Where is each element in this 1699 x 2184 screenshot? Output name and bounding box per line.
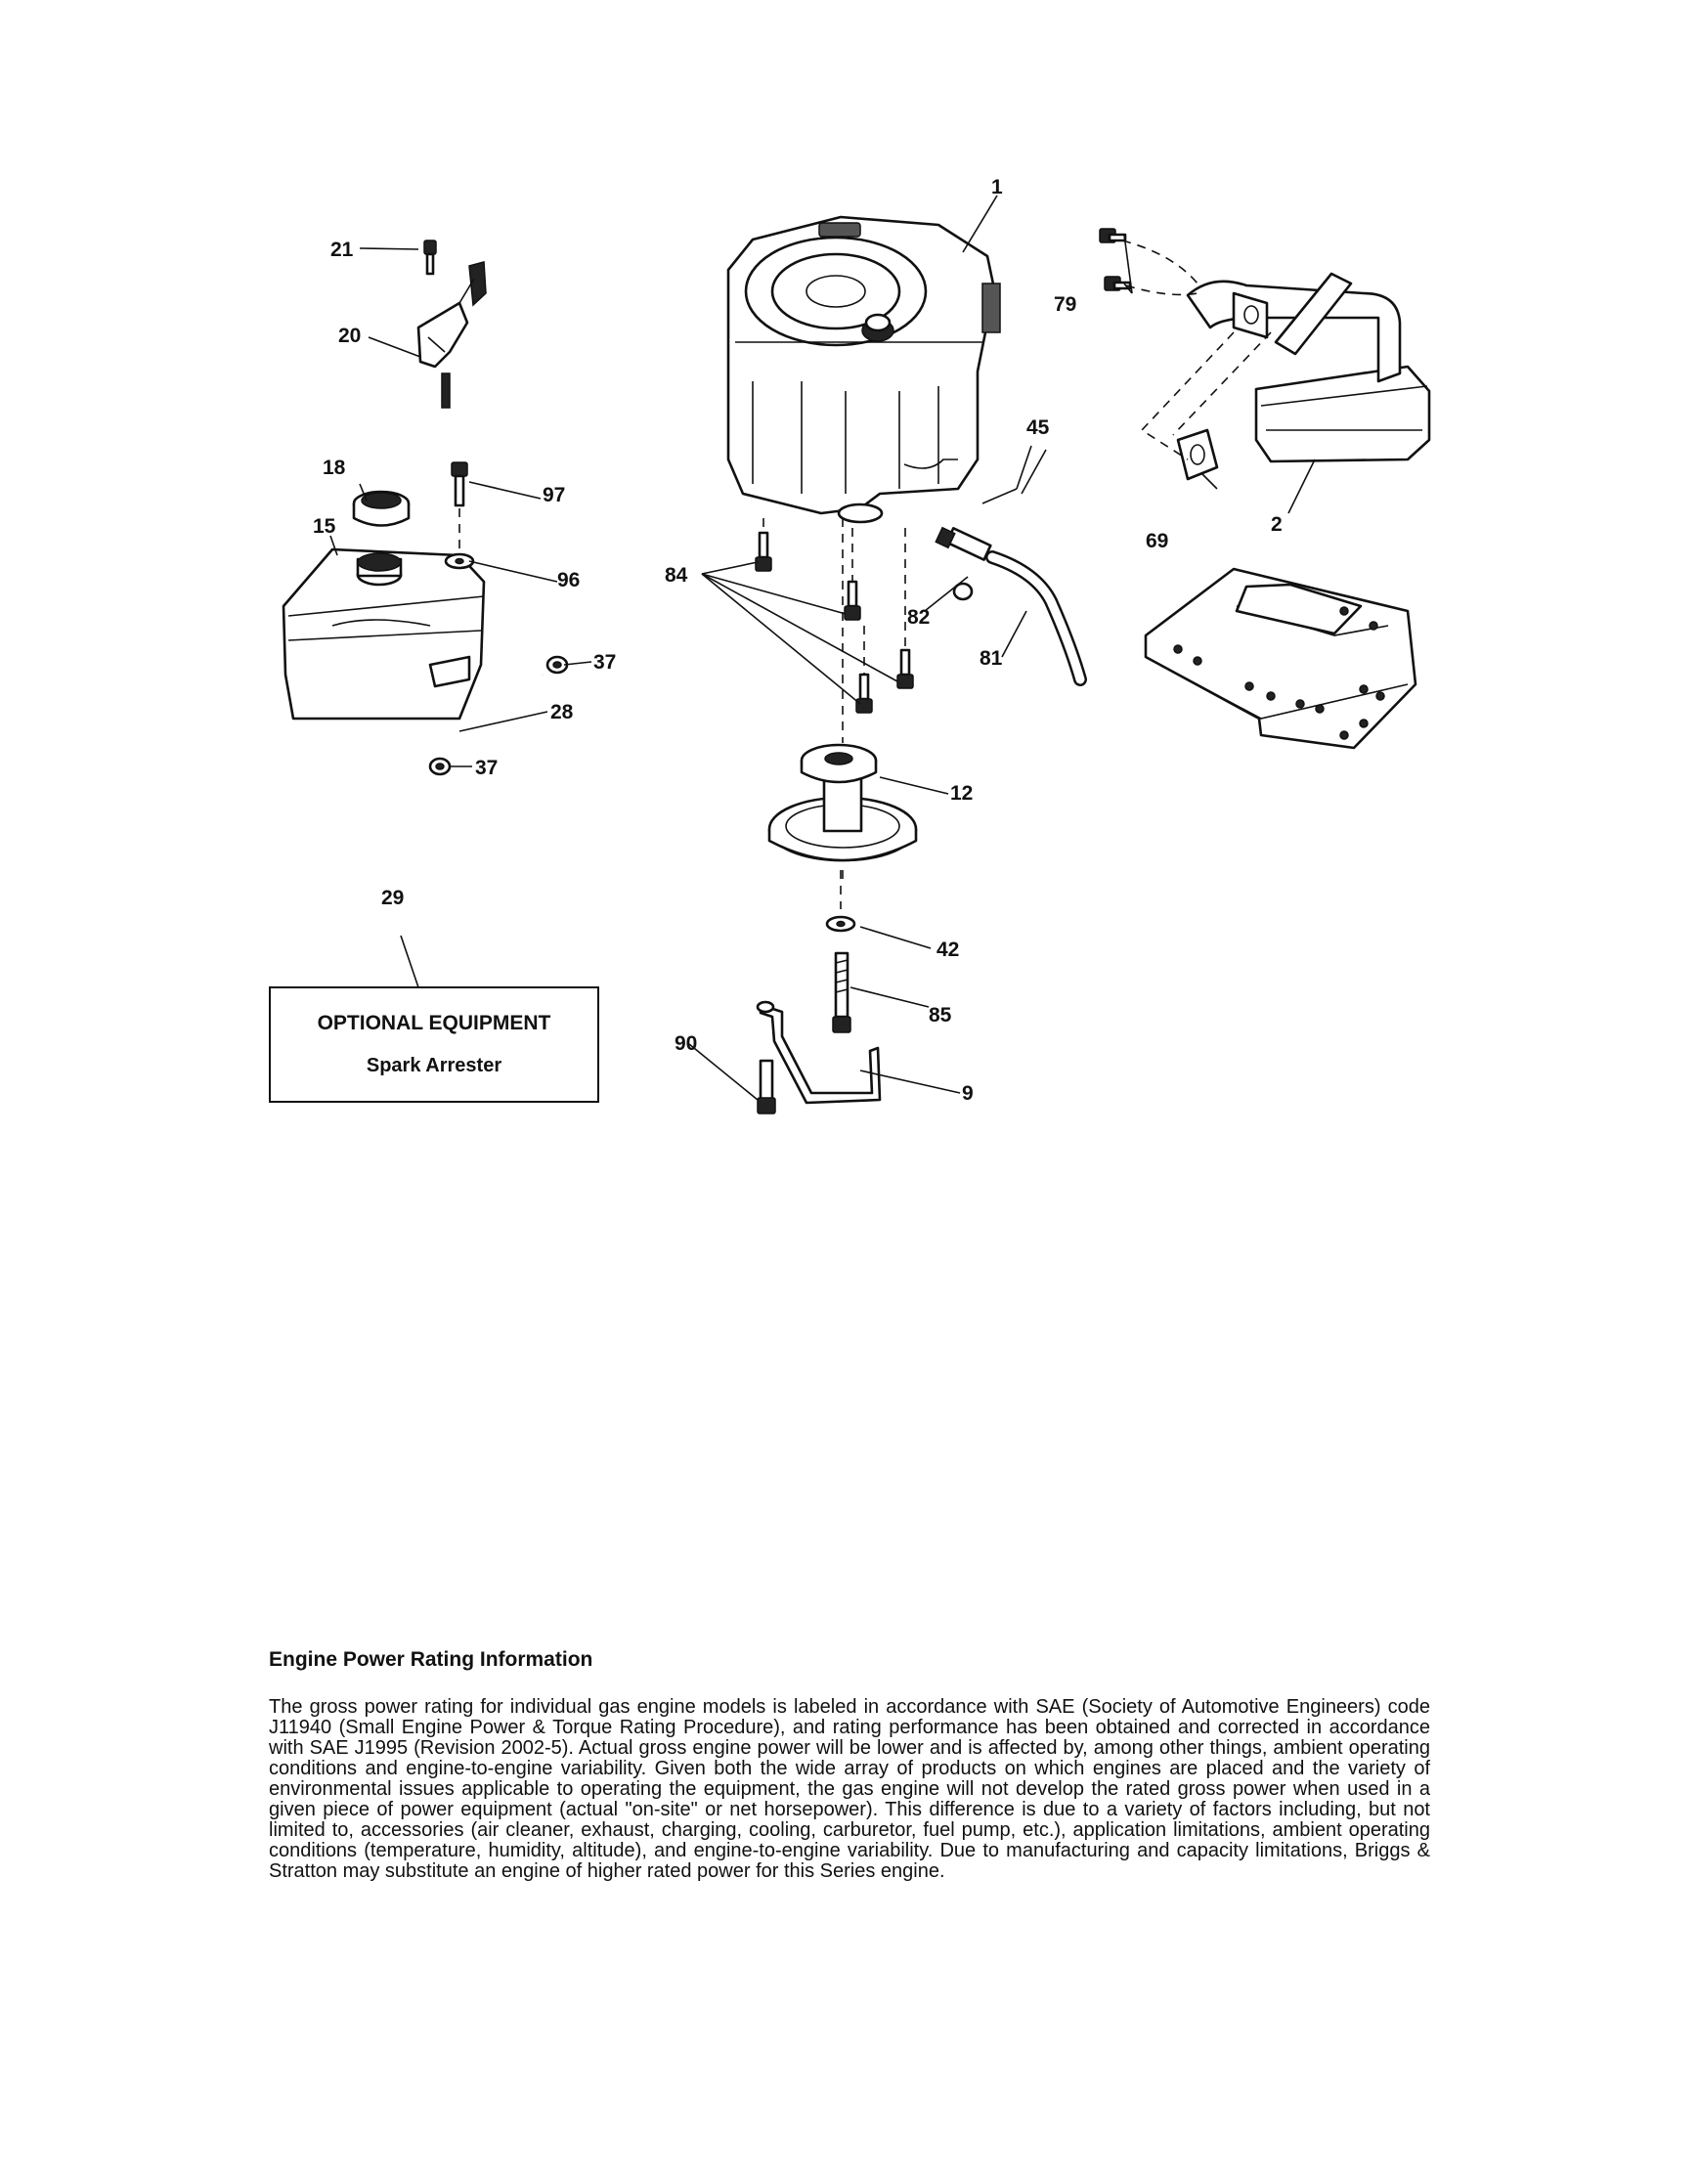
callout-37-bottom: 37 xyxy=(475,757,498,779)
tank-washer-part xyxy=(444,552,475,570)
section-heading: Engine Power Rating Information xyxy=(269,1648,593,1671)
callout-84: 84 xyxy=(665,564,688,587)
throttle-control-part xyxy=(416,240,487,409)
leader-lines xyxy=(329,195,1316,1101)
callout-42: 42 xyxy=(937,939,959,961)
callout-28: 28 xyxy=(550,701,574,723)
engine-pulley-part xyxy=(767,743,918,862)
section-body: The gross power rating for individual ga… xyxy=(269,1696,1430,1882)
guide-bolt-part xyxy=(757,1059,776,1114)
callout-37-top: 37 xyxy=(593,651,616,674)
tank-bolt-part xyxy=(451,461,468,552)
callout-15: 15 xyxy=(313,515,336,538)
callout-9: 9 xyxy=(962,1082,974,1105)
optional-equipment-item: Spark Arrester xyxy=(366,1055,502,1076)
callout-18: 18 xyxy=(323,457,346,479)
muffler-part xyxy=(1186,272,1431,463)
callout-1: 1 xyxy=(991,176,1003,198)
optional-equipment-title: OPTIONAL EQUIPMENT xyxy=(317,1012,551,1034)
callout-90: 90 xyxy=(675,1032,697,1055)
engine-bolts xyxy=(755,518,914,714)
callout-20: 20 xyxy=(338,325,361,347)
engine-part xyxy=(726,215,1001,524)
optional-equipment-box: OPTIONAL EQUIPMENT Spark Arrester xyxy=(269,986,599,1103)
callout-2: 2 xyxy=(1271,513,1283,536)
callout-21: 21 xyxy=(330,239,354,261)
pulley-bolt-part xyxy=(832,951,851,1033)
callout-85: 85 xyxy=(929,1004,952,1026)
parts-diagram: 1 21 20 18 15 97 96 37 28 37 29 84 45 82… xyxy=(282,176,1431,1114)
fuel-line-part xyxy=(438,673,545,759)
callout-79: 79 xyxy=(1054,293,1076,316)
belt-guide-part xyxy=(756,1000,882,1105)
assembly-lines xyxy=(842,240,1272,885)
fuel-shutoff-part xyxy=(935,526,992,601)
callout-69: 69 xyxy=(1146,530,1168,552)
callout-97: 97 xyxy=(543,484,565,506)
engine-mount-plate xyxy=(1144,567,1417,750)
callout-45: 45 xyxy=(1026,416,1050,439)
hose-clamp-bottom xyxy=(428,757,452,776)
callout-96: 96 xyxy=(557,569,580,591)
fuel-cap-part xyxy=(352,490,411,527)
callout-29: 29 xyxy=(381,887,404,909)
muffler-bolts xyxy=(1099,228,1132,291)
engine-power-rating-section: Engine Power Rating Information The gros… xyxy=(269,1648,1430,1882)
callout-12: 12 xyxy=(950,782,973,805)
fuel-tank-part xyxy=(282,547,486,721)
fuel-hose-part xyxy=(985,550,1087,686)
gasket-part xyxy=(1176,428,1219,481)
pulley-washer-part xyxy=(825,870,856,933)
callout-82: 82 xyxy=(907,606,930,629)
callout-81: 81 xyxy=(980,647,1003,670)
